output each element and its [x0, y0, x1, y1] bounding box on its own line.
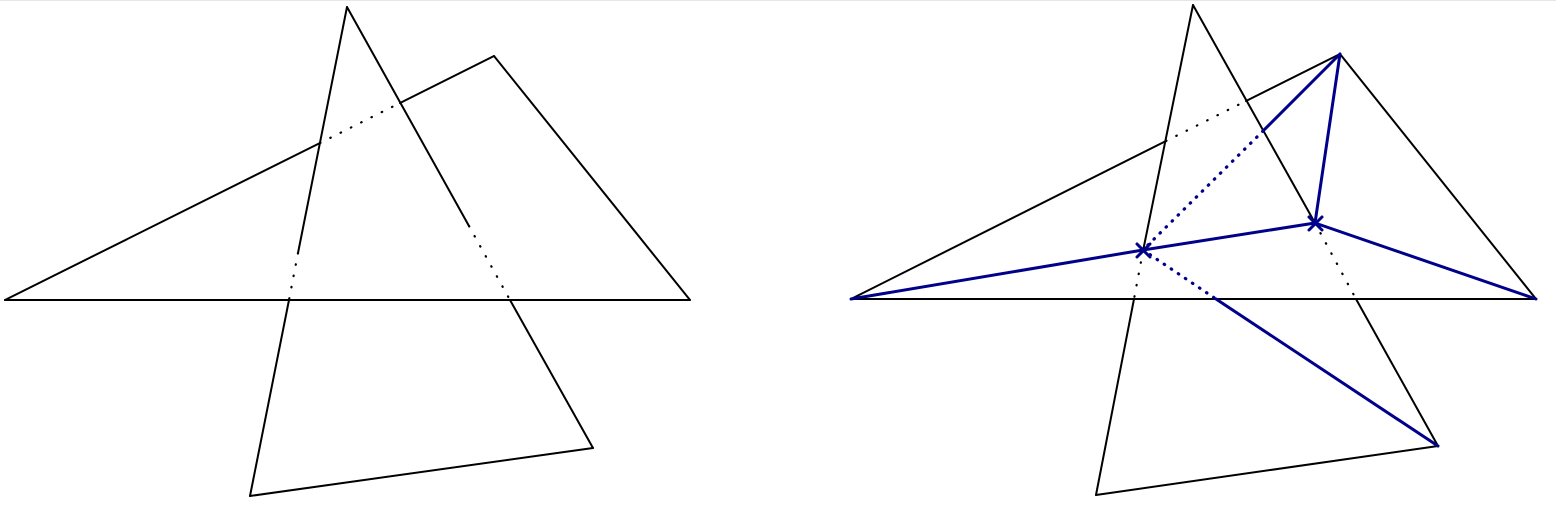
intersection-point-p2: [1307, 215, 1324, 232]
right-panel: [849, 4, 1538, 496]
right-triangle-a-left-side-front: [850, 140, 1167, 300]
blue-segment-hidden-p1-to-base: [1141, 248, 1218, 301]
right-triangle-b-bottom: [1095, 445, 1439, 496]
blue-segment-left-base-to-p1: [849, 248, 1145, 301]
left-triangle-a: [4, 55, 691, 301]
right-triangle-b-right-upper: [1192, 4, 1316, 224]
right-triangle-a-left-side-back: [1245, 53, 1341, 102]
left-triangle-b-left-lower: [249, 299, 290, 497]
right-triangle-b-left-lower: [1095, 298, 1135, 496]
cross-marker-icon-stroke: [1135, 242, 1152, 259]
left-triangle-a-right-side: [493, 55, 691, 301]
right-triangle-b-left-hidden: [1132, 249, 1145, 301]
blue-segment-p2-to-apex: [1313, 52, 1342, 225]
left-triangle-b-right-hidden: [467, 224, 512, 302]
left-triangle-a-left-side-hidden: [318, 101, 402, 145]
left-triangle-b: [249, 6, 594, 497]
left-triangle-b-bottom: [249, 447, 594, 497]
left-triangle-b-left-hidden: [287, 251, 300, 302]
left-triangle-a-left-side-back: [399, 55, 495, 104]
left-triangle-b-right-lower: [509, 299, 594, 449]
intersection-construction: [849, 52, 1538, 448]
left-triangle-b-right-upper: [346, 6, 470, 227]
intersection-point-p1: [1135, 242, 1152, 259]
left-triangle-b-left-upper: [297, 6, 348, 254]
right-triangle-a-left-side-hidden: [1164, 99, 1248, 143]
blue-segment-p1-to-p2: [1141, 221, 1317, 252]
right-triangle-a: [850, 53, 1537, 300]
right-triangle-b-left-upper: [1142, 4, 1194, 252]
blue-segment-base-to-bottom-vertex: [1214, 297, 1440, 448]
right-triangle-b-right-lower: [1355, 298, 1439, 447]
blue-segment-p2-to-right-base: [1313, 221, 1538, 301]
left-panel: [4, 6, 691, 497]
cross-marker-icon-stroke: [1307, 215, 1324, 232]
blue-segment-hidden-to-p1: [1141, 129, 1265, 252]
blue-segment-apex-down: [1261, 52, 1342, 133]
right-triangle-b: [1095, 4, 1439, 496]
left-triangle-a-left-side-front: [4, 142, 321, 301]
right-triangle-a-right-side: [1339, 53, 1537, 300]
